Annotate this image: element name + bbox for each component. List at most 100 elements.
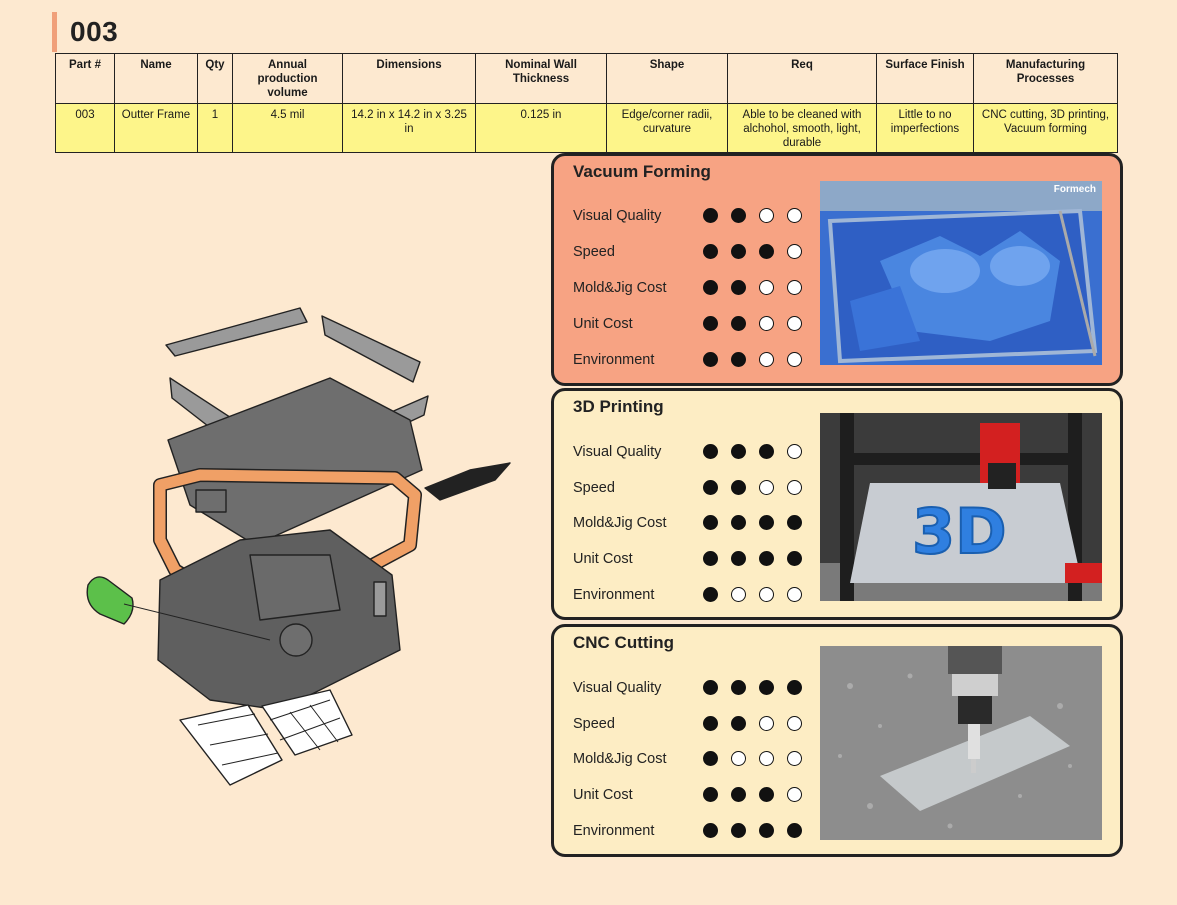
rating-row: Visual Quality <box>573 444 802 460</box>
rating-dot-filled <box>703 823 718 838</box>
rating-dot-empty <box>759 587 774 602</box>
rating-label: Unit Cost <box>573 787 633 803</box>
rating-dot-filled <box>703 444 718 459</box>
rating-row: Unit Cost <box>573 551 802 567</box>
rating-dot-filled <box>759 551 774 566</box>
rating-dot-filled <box>703 515 718 530</box>
rating-dot-empty <box>787 716 802 731</box>
rating-label: Unit Cost <box>573 551 633 567</box>
rating-label: Visual Quality <box>573 680 662 696</box>
rating-dots <box>703 716 802 731</box>
rating-row: Unit Cost <box>573 316 802 332</box>
rating-dot-empty <box>787 787 802 802</box>
rating-dot-filled <box>703 587 718 602</box>
rating-dot-filled <box>703 680 718 695</box>
rating-dot-filled <box>731 515 746 530</box>
table-cell: Able to be cleaned with alchohol, smooth… <box>727 103 877 153</box>
rating-dots <box>703 444 802 459</box>
rating-dots <box>703 515 802 530</box>
rating-dot-empty <box>759 316 774 331</box>
rating-dot-filled <box>731 680 746 695</box>
rating-dot-filled <box>731 823 746 838</box>
rating-dots <box>703 316 802 331</box>
table-cell: Little to no imperfections <box>876 103 974 153</box>
rating-row: Speed <box>573 716 802 732</box>
table-header: Manufacturing Processes <box>973 53 1118 104</box>
svg-text:3D: 3D <box>912 495 1007 568</box>
table-cell: Outter Frame <box>114 103 198 153</box>
rating-dot-empty <box>759 280 774 295</box>
exploded-part-sketch <box>86 307 511 786</box>
rating-row: Unit Cost <box>573 787 802 803</box>
rating-dots <box>703 823 802 838</box>
rating-dot-filled <box>731 480 746 495</box>
rating-dot-filled <box>759 680 774 695</box>
rating-label: Unit Cost <box>573 316 633 332</box>
rating-row: Visual Quality <box>573 208 802 224</box>
table-cell: 14.2 in x 14.2 in x 3.25 in <box>342 103 476 153</box>
table-header: Qty <box>197 53 233 104</box>
rating-label: Mold&Jig Cost <box>573 751 667 767</box>
table-header: Shape <box>606 53 728 104</box>
table-header: Surface Finish <box>876 53 974 104</box>
rating-label: Mold&Jig Cost <box>573 280 667 296</box>
rating-dots <box>703 280 802 295</box>
process-panel-3d-printing: 3D Printing Visual Quality Speed Mold&Ji… <box>551 388 1123 620</box>
rating-dot-filled <box>731 716 746 731</box>
table-cell: CNC cutting, 3D printing, Vacuum forming <box>973 103 1118 153</box>
table-cell: 1 <box>197 103 233 153</box>
table-cell: Edge/corner radii, curvature <box>606 103 728 153</box>
rating-dot-empty <box>787 352 802 367</box>
rating-dot-filled <box>731 787 746 802</box>
rating-dot-empty <box>787 480 802 495</box>
rating-row: Speed <box>573 244 802 260</box>
table-cell: 003 <box>55 103 115 153</box>
rating-dot-filled <box>731 208 746 223</box>
rating-dots <box>703 352 802 367</box>
rating-dot-filled <box>703 280 718 295</box>
rating-dot-empty <box>787 444 802 459</box>
rating-label: Visual Quality <box>573 208 662 224</box>
rating-dot-filled <box>731 444 746 459</box>
rating-label: Mold&Jig Cost <box>573 515 667 531</box>
rating-label: Speed <box>573 244 615 260</box>
process-panel-cnc-cutting: CNC Cutting Visual Quality Speed Mold&Ji… <box>551 624 1123 857</box>
brand-watermark: Formech <box>1053 184 1096 195</box>
rating-dot-empty <box>731 587 746 602</box>
rating-dots <box>703 680 802 695</box>
rating-dots <box>703 787 802 802</box>
rating-dot-filled <box>759 444 774 459</box>
rating-dot-filled <box>787 515 802 530</box>
rating-row: Environment <box>573 823 802 839</box>
table-header: Nominal Wall Thickness <box>475 53 607 104</box>
rating-dot-filled <box>759 823 774 838</box>
rating-row: Environment <box>573 587 802 603</box>
rating-dots <box>703 208 802 223</box>
rating-dot-filled <box>703 751 718 766</box>
rating-dots <box>703 587 802 602</box>
rating-row: Mold&Jig Cost <box>573 515 802 531</box>
rating-dots <box>703 244 802 259</box>
rating-dot-filled <box>703 352 718 367</box>
rating-dot-empty <box>787 280 802 295</box>
rating-dot-filled <box>731 280 746 295</box>
rating-label: Environment <box>573 587 655 603</box>
rating-label: Environment <box>573 352 655 368</box>
rating-dot-filled <box>703 316 718 331</box>
table-header: Annual production volume <box>232 53 343 104</box>
rating-dot-filled <box>703 716 718 731</box>
rating-dot-filled <box>703 787 718 802</box>
rating-dot-filled <box>703 208 718 223</box>
table-row: 003 Outter Frame 1 4.5 mil 14.2 in x 14.… <box>55 103 1118 153</box>
rating-dot-filled <box>731 316 746 331</box>
rating-dot-filled <box>759 515 774 530</box>
rating-dots <box>703 751 802 766</box>
rating-dot-empty <box>787 587 802 602</box>
rating-dot-filled <box>703 480 718 495</box>
process-panel-vacuum-forming: Vacuum Forming Visual Quality Speed Mold… <box>551 153 1123 386</box>
rating-dot-empty <box>759 480 774 495</box>
rating-dot-filled <box>703 551 718 566</box>
rating-dot-empty <box>787 244 802 259</box>
rating-label: Speed <box>573 716 615 732</box>
cnc-cutting-photo <box>820 646 1102 840</box>
